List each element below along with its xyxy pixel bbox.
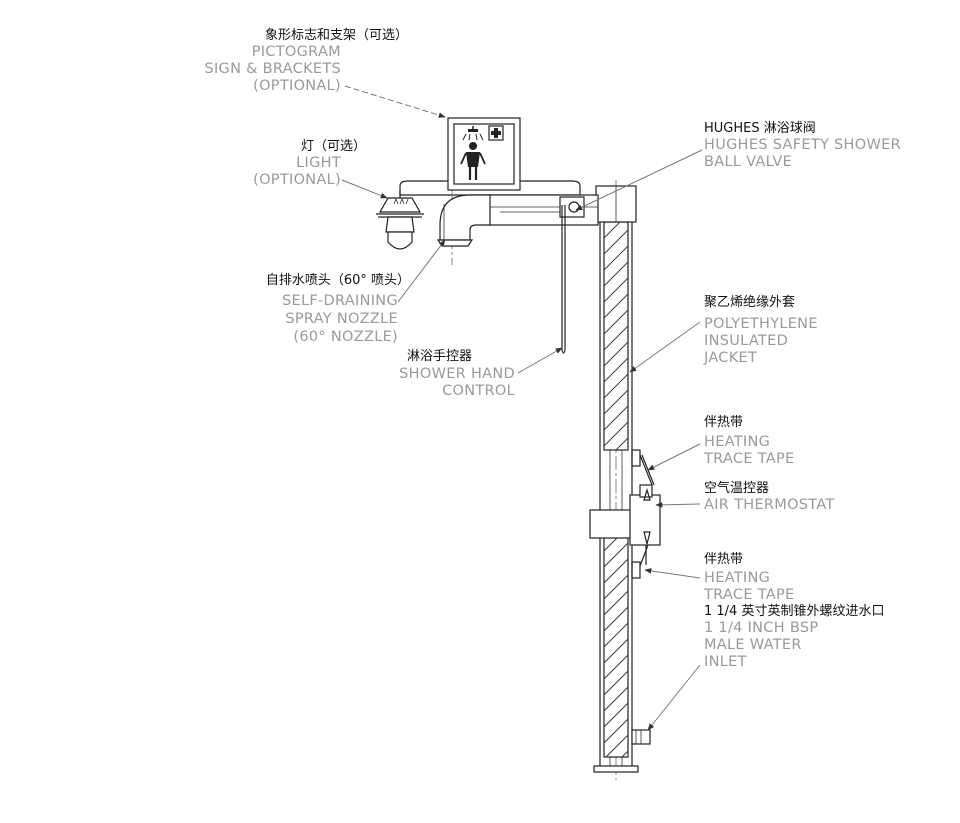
svg-text:HUGHES SAFETY SHOWER: HUGHES SAFETY SHOWER — [704, 137, 901, 153]
svg-text:SIGN & BRACKETS: SIGN & BRACKETS — [204, 61, 341, 77]
svg-text:JACKET: JACKET — [703, 350, 757, 366]
spray-nozzle-elbow — [436, 194, 491, 247]
hatch-line — [603, 229, 629, 255]
label-ball-valve: HUGHES 淋浴球阀 HUGHES SAFETY SHOWER BALL VA… — [704, 121, 901, 170]
air-thermostat-unit — [589, 484, 661, 565]
label-hand-control: 淋浴手控器 SHOWER HAND CONTROL — [399, 349, 515, 399]
svg-text:淋浴手控器: 淋浴手控器 — [407, 349, 472, 364]
hatch-line — [603, 357, 629, 383]
hatch-line — [603, 606, 629, 632]
svg-text:伴热带: 伴热带 — [704, 552, 743, 567]
svg-text:自排水喷头（60° 喷头）: 自排水喷头（60° 喷头） — [266, 273, 410, 288]
hatch-line — [603, 622, 629, 648]
svg-text:灯（可选）: 灯（可选） — [301, 139, 366, 154]
base-and-inlet — [593, 729, 651, 773]
svg-text:伴热带: 伴热带 — [704, 415, 743, 430]
hatch-line — [603, 245, 629, 271]
hatch-line — [603, 421, 629, 447]
leader-lines — [341, 85, 703, 731]
hatch-line — [603, 670, 629, 696]
hatch-line — [603, 221, 621, 239]
hatch-line — [603, 686, 629, 712]
svg-text:PICTOGRAM: PICTOGRAM — [252, 44, 341, 60]
shower-person-pictogram-icon — [460, 126, 486, 180]
hatch-line — [603, 702, 629, 728]
hatch-line — [603, 293, 629, 319]
hand-control-rod — [561, 205, 566, 354]
hatch-line — [603, 373, 629, 399]
label-nozzle: 自排水喷头（60° 喷头） SELF-DRAINING SPRAY NOZZLE… — [266, 273, 410, 345]
hatch-line — [603, 341, 629, 367]
hatch-line — [603, 261, 629, 287]
svg-text:BALL VALVE: BALL VALVE — [704, 154, 792, 170]
hatch-line — [603, 558, 629, 584]
svg-text:HEATING: HEATING — [704, 434, 770, 450]
hatch-line — [603, 590, 629, 616]
hatch-line — [603, 405, 629, 431]
svg-text:INLET: INLET — [704, 654, 747, 670]
svg-text:象形标志和支架（可选）: 象形标志和支架（可选） — [265, 28, 408, 43]
hatch-line — [603, 654, 629, 680]
svg-text:TRACE TAPE: TRACE TAPE — [703, 451, 794, 467]
pictogram-sign — [447, 117, 521, 191]
hatch-line — [603, 389, 629, 415]
svg-text:SELF-DRAINING: SELF-DRAINING — [282, 293, 398, 309]
label-heating-tape-upper: 伴热带 HEATING TRACE TAPE — [703, 415, 794, 467]
hatch-line — [603, 277, 629, 303]
svg-text:AIR THERMOSTAT: AIR THERMOSTAT — [704, 497, 835, 513]
first-aid-cross-icon — [488, 125, 504, 141]
svg-text:SPRAY NOZZLE: SPRAY NOZZLE — [285, 311, 398, 327]
svg-text:(OPTIONAL): (OPTIONAL) — [253, 172, 341, 188]
hatch-line — [603, 325, 629, 351]
svg-text:POLYETHYLENE: POLYETHYLENE — [704, 316, 818, 332]
svg-text:(OPTIONAL): (OPTIONAL) — [253, 78, 341, 94]
svg-text:HEATING: HEATING — [704, 570, 770, 586]
hatch-line — [603, 718, 629, 744]
hatch-line — [603, 574, 629, 600]
svg-text:1 1/4 英寸英制锥外螺纹进水口: 1 1/4 英寸英制锥外螺纹进水口 — [704, 604, 884, 619]
label-thermostat: 空气温控器 AIR THERMOSTAT — [704, 480, 835, 513]
hatch-line — [603, 309, 629, 335]
hatch-line — [615, 437, 629, 451]
hatch-line — [621, 750, 629, 758]
lower-insulation-jacket — [603, 534, 629, 758]
shower-structure — [376, 117, 661, 780]
svg-text:空气温控器: 空气温控器 — [704, 480, 769, 496]
label-inlet: 1 1/4 英寸英制锥外螺纹进水口 1 1/4 INCH BSP MALE WA… — [704, 604, 884, 670]
svg-text:HUGHES 淋浴球阀: HUGHES 淋浴球阀 — [704, 121, 816, 136]
svg-text:CONTROL: CONTROL — [442, 383, 515, 399]
top-tee — [595, 185, 637, 223]
upper-insulation-jacket — [603, 221, 629, 451]
svg-text:INSULATED: INSULATED — [704, 333, 788, 349]
svg-text:聚乙烯绝缘外套: 聚乙烯绝缘外套 — [704, 294, 795, 310]
svg-text:TRACE TAPE: TRACE TAPE — [703, 587, 794, 603]
label-light: 灯（可选） LIGHT (OPTIONAL) — [253, 139, 366, 188]
svg-text:1 1/4 INCH BSP: 1 1/4 INCH BSP — [704, 620, 818, 636]
lamp — [376, 190, 424, 250]
hatch-line — [603, 542, 629, 568]
hatch-line — [603, 638, 629, 664]
label-heating-tape-lower: 伴热带 HEATING TRACE TAPE — [703, 552, 794, 603]
label-jacket: 聚乙烯绝缘外套 POLYETHYLENE INSULATED JACKET — [703, 294, 818, 366]
svg-text:MALE WATER: MALE WATER — [704, 637, 802, 653]
label-pictogram: 象形标志和支架（可选） PICTOGRAM SIGN & BRACKETS (O… — [204, 28, 408, 94]
svg-text:SHOWER HAND: SHOWER HAND — [399, 366, 515, 382]
svg-text:(60° NOZZLE): (60° NOZZLE) — [293, 329, 398, 345]
hatch-line — [605, 734, 629, 758]
svg-text:LIGHT: LIGHT — [296, 155, 341, 171]
